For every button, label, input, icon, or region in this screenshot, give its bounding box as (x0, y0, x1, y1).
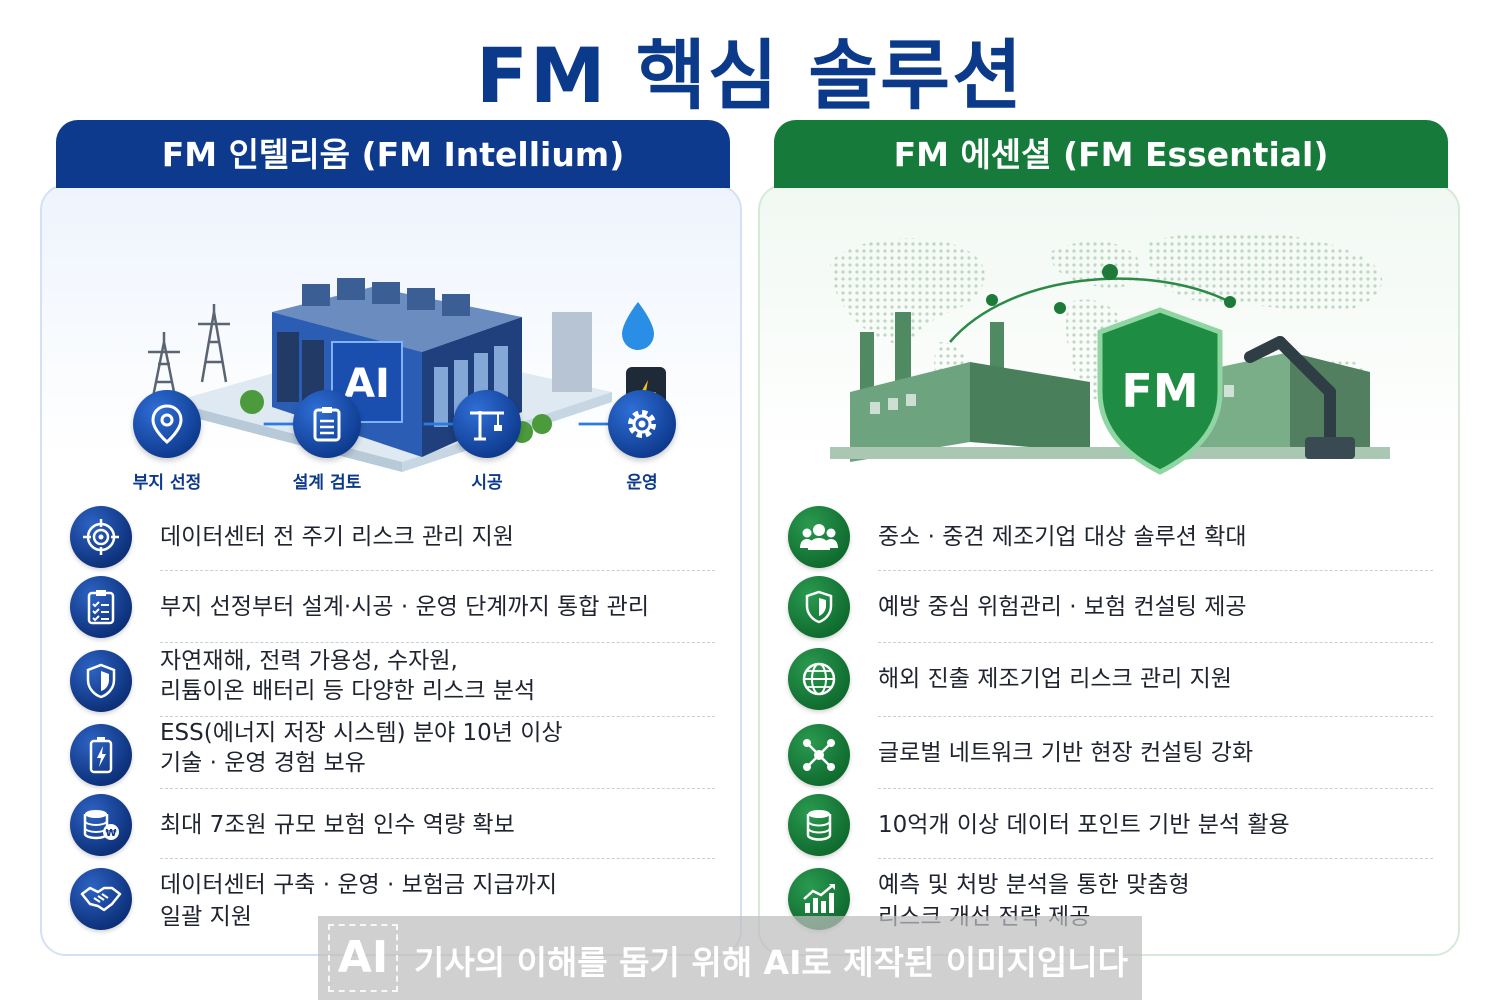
robot-arm-icon (1244, 336, 1336, 448)
divider (878, 858, 1433, 859)
clipboard-icon (293, 390, 361, 458)
step-label: 운영 (626, 473, 658, 493)
power-tower-icon (148, 304, 230, 403)
shield-icon (70, 650, 132, 712)
list-item-text-line1: 데이터센터 구축 · 운영 · 보험금 지급까지 (160, 872, 558, 898)
list-item-text-line2: 기술 · 운영 경험 보유 (160, 750, 366, 776)
list-item-text: 해외 진출 제조기업 리스크 관리 지원 (878, 666, 1232, 692)
list-item-text-line2: 일괄 지원 (160, 904, 252, 930)
group-icon (788, 506, 850, 568)
fm-essential-panel: FM 에센셜 (FM Essential) (758, 120, 1460, 960)
globe-icon (788, 648, 850, 710)
step-label: 시공 (471, 473, 503, 493)
divider (160, 642, 715, 643)
list-item-text: 10억개 이상 데이터 포인트 기반 분석 활용 (878, 812, 1290, 838)
list-item-text-line1: 예측 및 처방 분석을 통한 맞춤형 (878, 872, 1190, 898)
ai-label: AI (344, 361, 390, 407)
gear-icon (608, 390, 676, 458)
watermark-text: 기사의 이해를 돕기 위해 AI로 제작된 이미지입니다 (414, 943, 1128, 982)
water-drop-icon (622, 302, 654, 350)
list-item-text-line1: ESS(에너지 저장 시스템) 분야 10년 이상 (160, 720, 563, 746)
divider (160, 716, 715, 717)
step-construction: 시공 (432, 390, 542, 493)
step-operation: 운영 (587, 390, 697, 493)
divider (878, 642, 1433, 643)
list-item-text-line2: 리튬이온 배터리 등 다양한 리스크 분석 (160, 678, 536, 704)
coins-icon: ₩ (70, 794, 132, 856)
divider (878, 716, 1433, 717)
panel-header: FM 인텔리움 (FM Intellium) (56, 120, 730, 188)
battery-icon (70, 724, 132, 786)
divider (878, 570, 1433, 571)
shield-check-icon (788, 576, 850, 638)
network-icon (788, 724, 850, 786)
divider (160, 788, 715, 789)
ai-logo: AI (328, 924, 398, 992)
list-item-text: 데이터센터 전 주기 리스크 관리 지원 (160, 524, 514, 550)
list-item-text: 글로벌 네트워크 기반 현장 컨설팅 강화 (878, 740, 1254, 766)
process-steps: 부지 선정 설계 검토 시공 운영 (112, 390, 676, 500)
svg-text:₩: ₩ (105, 828, 116, 839)
divider (160, 858, 715, 859)
target-icon (70, 506, 132, 568)
panel-header: FM 에센셜 (FM Essential) (774, 120, 1448, 188)
factory-illustration: FM (830, 231, 1390, 475)
step-label: 부지 선정 (132, 473, 202, 493)
ai-generated-watermark: AI 기사의 이해를 돕기 위해 AI로 제작된 이미지입니다 (318, 916, 1142, 1000)
handshake-icon (70, 868, 132, 930)
divider (878, 788, 1433, 789)
page-title: FM 핵심 솔루션 (475, 31, 1025, 120)
database-icon (788, 794, 850, 856)
list-item-text: 중소 · 중견 제조기업 대상 솔루션 확대 (878, 524, 1247, 550)
data-center-illustration: AI (148, 278, 666, 472)
shield-icon (1097, 307, 1223, 475)
step-site-selection: 부지 선정 (112, 390, 222, 493)
step-label: 설계 검토 (292, 473, 362, 493)
divider (160, 570, 715, 571)
step-design-review: 설계 검토 (272, 390, 382, 493)
list-item-text-line1: 자연재해, 전력 가용성, 수자원, (160, 648, 458, 674)
location-pin-icon (133, 390, 201, 458)
list-item-text: 예방 중심 위험관리 · 보험 컨설팅 제공 (878, 594, 1247, 620)
crane-icon (453, 390, 521, 458)
checklist-icon (70, 576, 132, 638)
list-item-text: 최대 7조원 규모 보험 인수 역량 확보 (160, 812, 515, 838)
fm-intellium-panel: FM 인텔리움 (FM Intellium) AI (40, 120, 742, 960)
list-item-text: 부지 선정부터 설계·시공 · 운영 단계까지 통합 관리 (160, 594, 649, 620)
fm-shield-label: FM (1121, 364, 1198, 418)
